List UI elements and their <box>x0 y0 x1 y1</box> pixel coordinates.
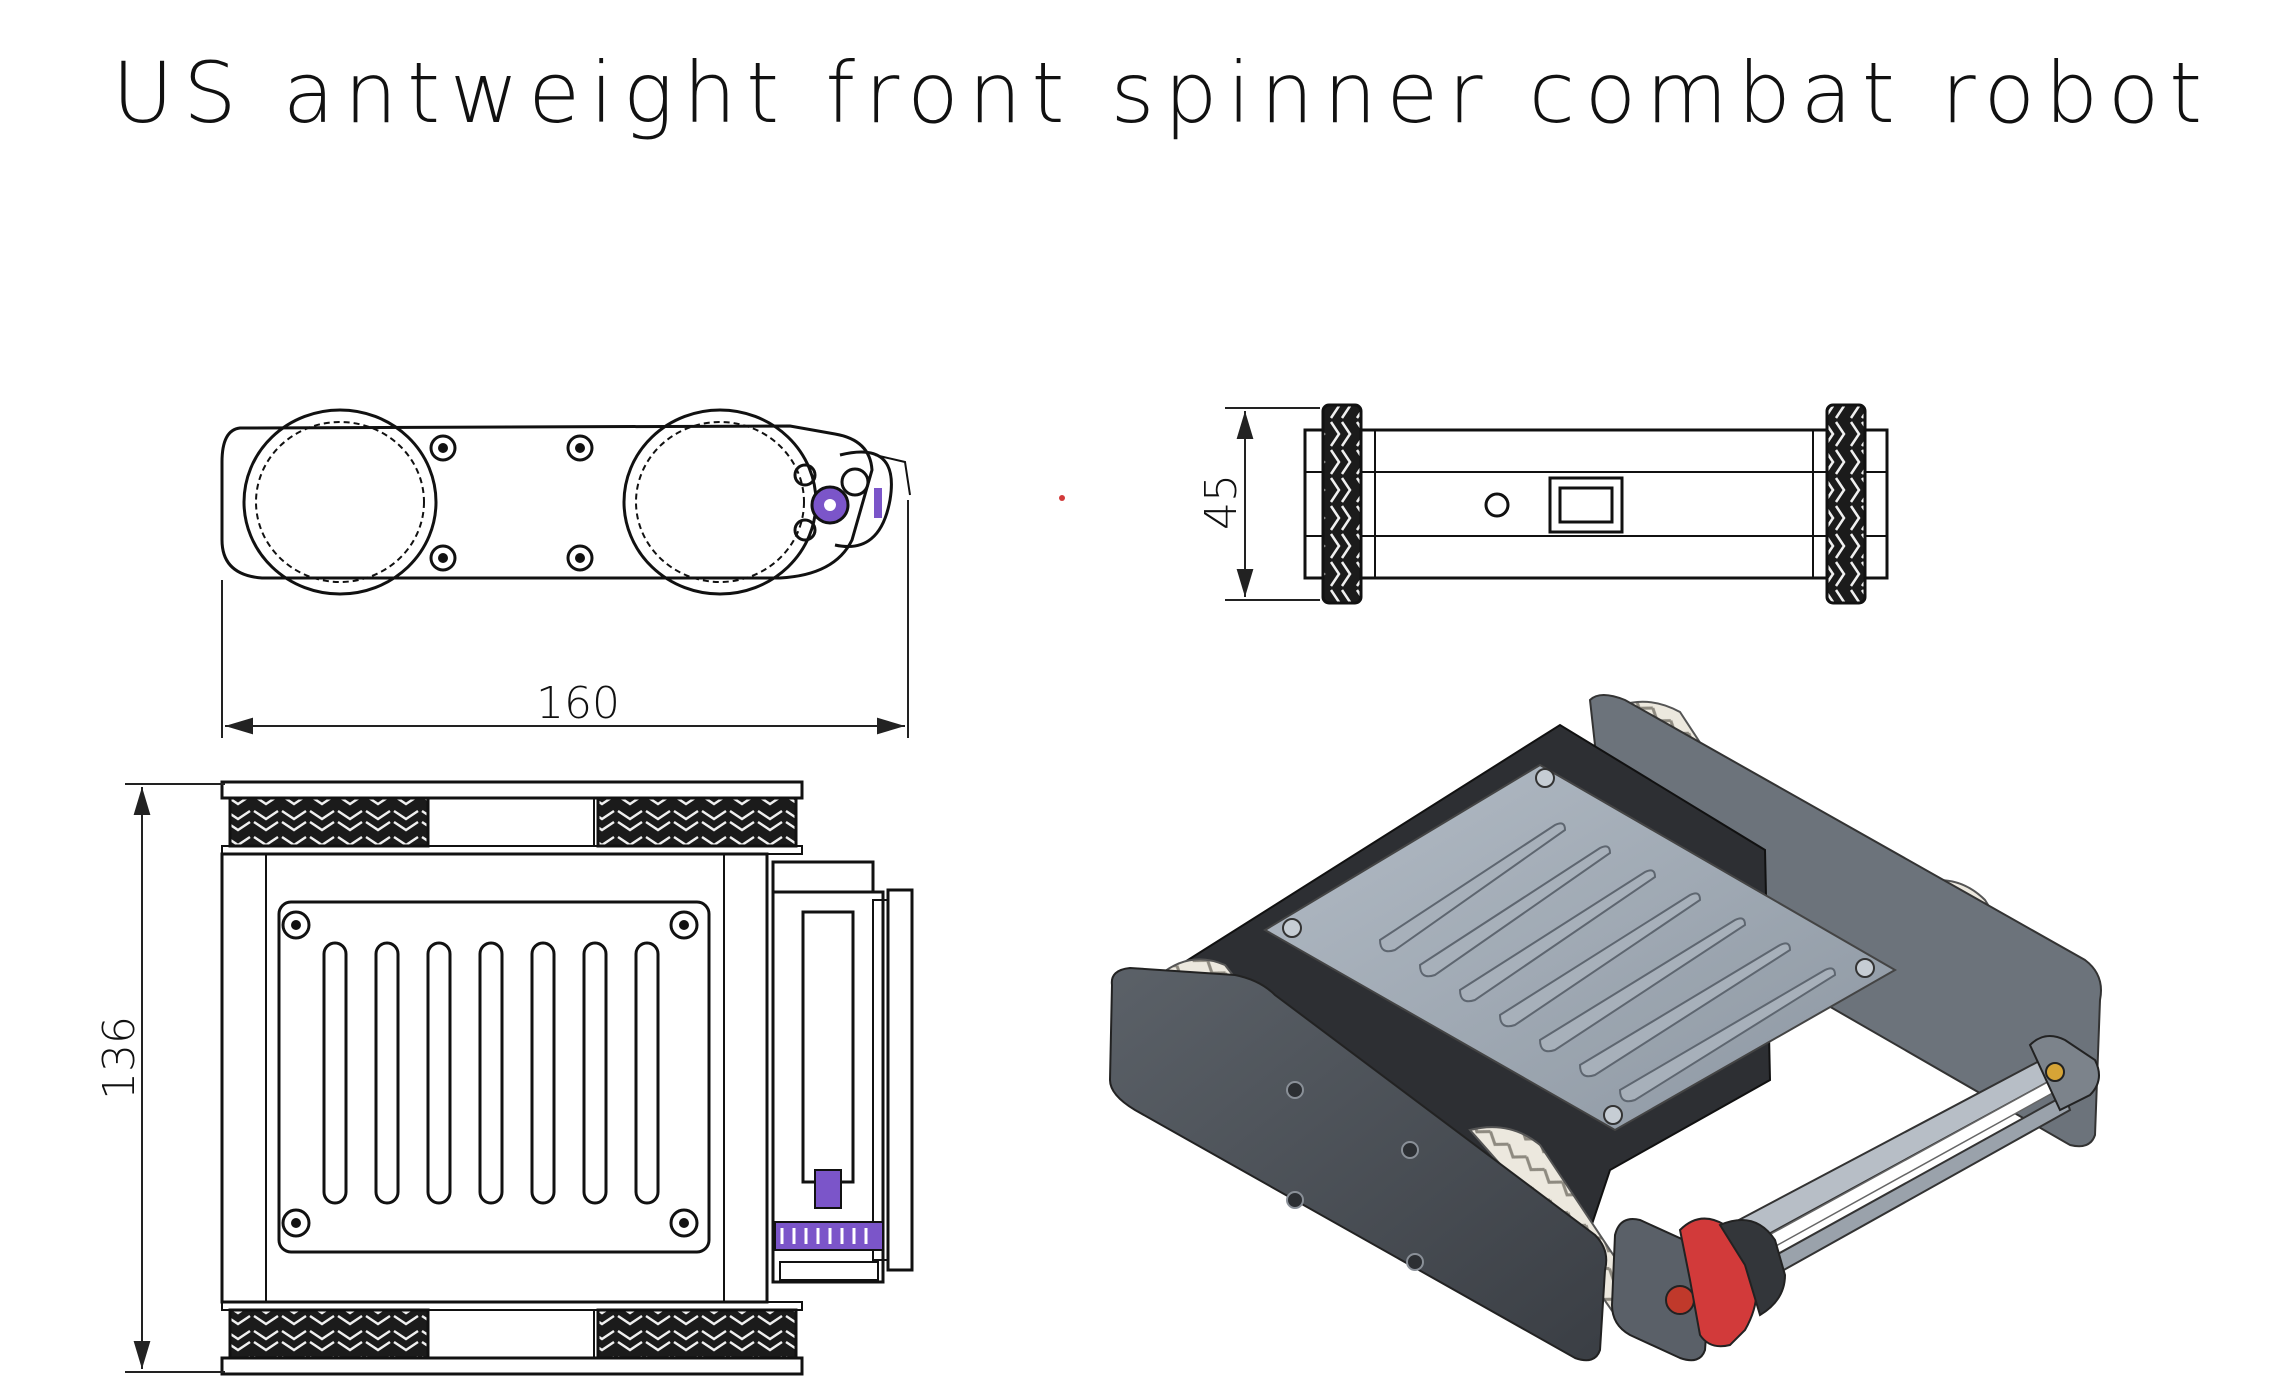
plan-view-top-plate <box>277 900 711 1254</box>
side-view-spinner <box>834 450 893 548</box>
plan-view-wheel-bottom-left <box>228 1308 430 1360</box>
plan-view-wheel-bottom-right <box>596 1308 798 1360</box>
front-view-left-wheel <box>1321 403 1363 605</box>
plan-view: 136 <box>94 780 914 1376</box>
iso-left-side-plate <box>1108 966 1608 1362</box>
iso-side-screws <box>1286 1081 1424 1271</box>
plan-view-weapon-assembly <box>771 860 914 1284</box>
reference-dot <box>1059 495 1065 501</box>
plan-view-screws <box>281 910 699 1238</box>
dimension-width: 136 <box>94 783 225 1373</box>
dimension-length-label: 160 <box>536 678 620 729</box>
iso-weapon-assembly <box>1610 1035 2100 1362</box>
side-view-screws <box>429 434 870 572</box>
plan-view-wheel-top-right <box>596 796 798 848</box>
plan-view-vent-slots <box>322 941 660 1205</box>
iso-top-plate <box>1263 763 1898 1132</box>
front-elevation-view: 45 <box>1196 403 1889 605</box>
dimension-height: 45 <box>1196 407 1320 601</box>
side-view-body <box>220 424 874 580</box>
side-elevation-view: 160 <box>220 408 911 738</box>
isometric-view <box>1108 694 2102 1362</box>
dimension-height-label: 45 <box>1196 474 1247 530</box>
plan-view-wheel-top-left <box>228 796 430 848</box>
front-view-led <box>1484 492 1510 518</box>
drawing-title: US antweight front spinner combat robot <box>112 44 2232 142</box>
front-view-power-switch <box>1548 476 1624 534</box>
side-view-wheels <box>242 408 818 596</box>
dimension-length: 160 <box>221 500 909 738</box>
dimension-width-label: 136 <box>94 1016 145 1100</box>
iso-vent-slots <box>1378 822 1837 1103</box>
front-view-right-wheel <box>1825 403 1867 605</box>
iso-top-screws <box>1282 768 1875 1125</box>
iso-right-side-plate <box>1588 694 2102 1148</box>
